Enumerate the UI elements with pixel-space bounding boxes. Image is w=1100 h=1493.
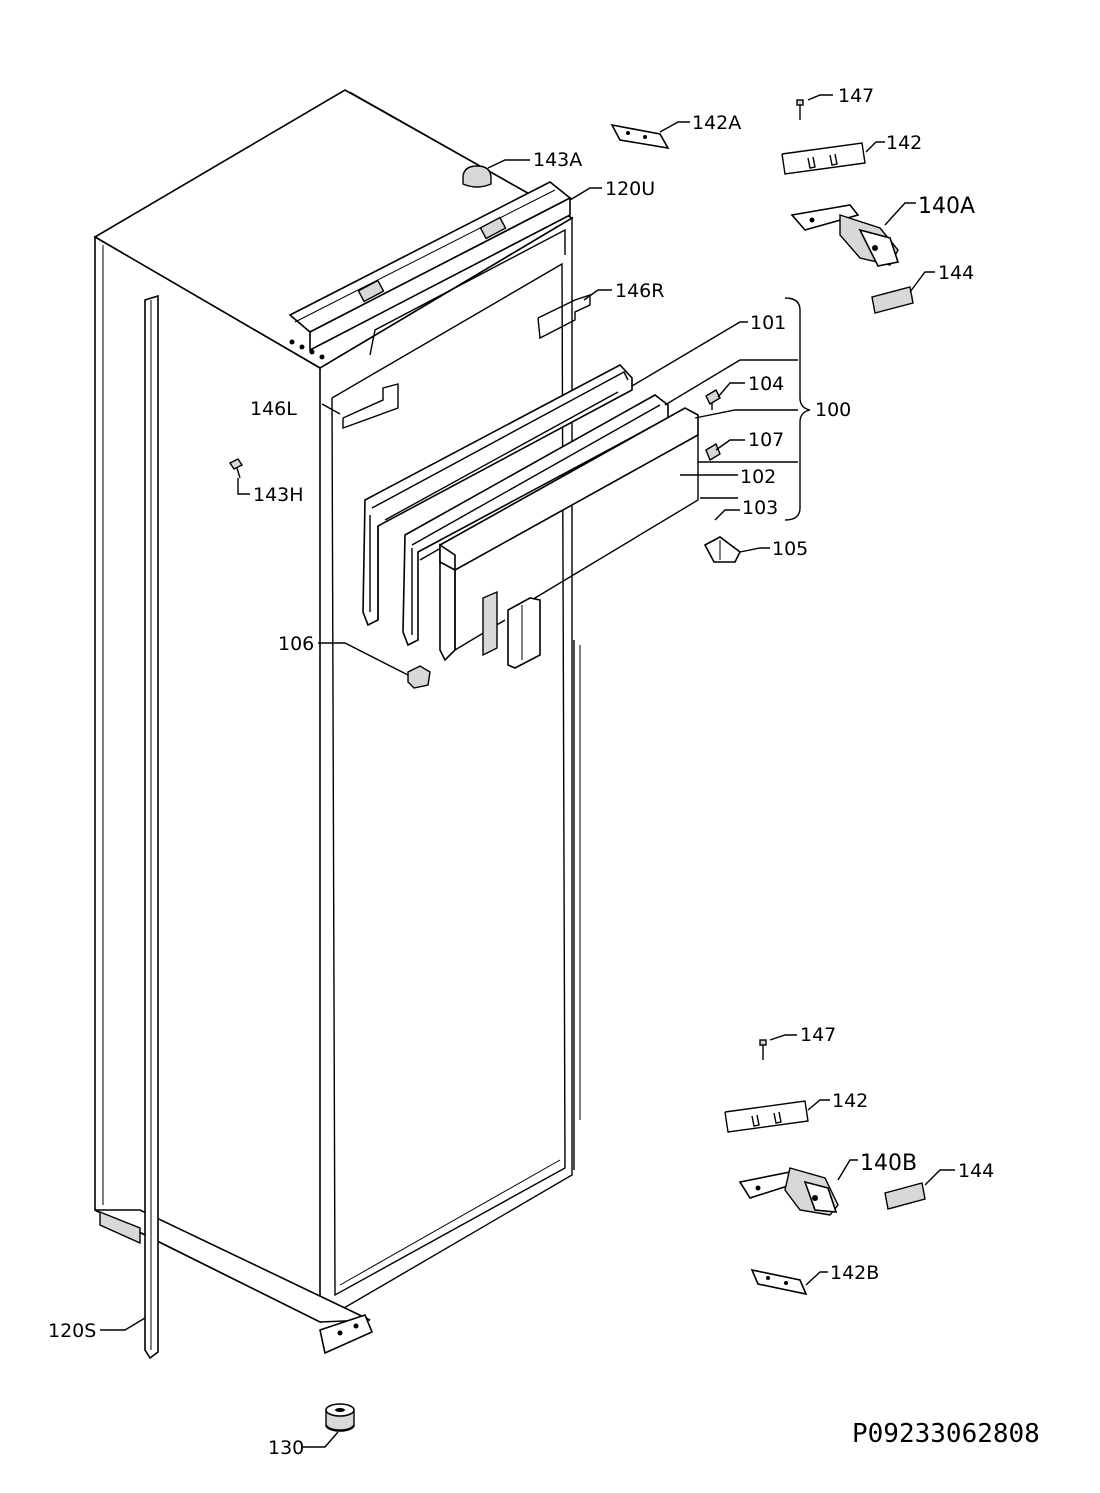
label-143a: 143A <box>533 149 582 171</box>
label-102: 102 <box>740 466 776 488</box>
screw-part-104 <box>705 389 721 410</box>
label-120s: 120S <box>48 1320 96 1342</box>
label-140b: 140B <box>860 1151 917 1176</box>
cap-part-106 <box>407 665 431 689</box>
screw-bottom-147 <box>759 1039 767 1060</box>
label-107: 107 <box>748 429 784 451</box>
label-130: 130 <box>268 1437 304 1459</box>
label-142a: 142A <box>692 112 741 134</box>
gasket-frame-101 <box>362 364 633 627</box>
label-105: 105 <box>772 538 808 560</box>
label-120u: 120U <box>605 178 655 200</box>
leader-lines <box>100 94 955 1448</box>
label-103: 103 <box>742 497 778 519</box>
stopper-part-105 <box>703 536 742 563</box>
cover-144-top <box>871 286 914 314</box>
plate-142a <box>610 123 670 150</box>
hinge-140a <box>790 204 900 267</box>
label-104: 104 <box>748 373 784 395</box>
seal-left <box>342 383 399 429</box>
screw-top-147 <box>796 99 804 120</box>
clip-part-107 <box>705 442 721 462</box>
label-147-top: 147 <box>838 85 874 107</box>
cover-144-bottom <box>884 1182 926 1210</box>
label-106: 106 <box>278 633 314 655</box>
cabinet-body <box>93 89 581 1355</box>
seal-right <box>537 294 591 340</box>
top-rail <box>288 181 572 360</box>
label-144-bottom: 144 <box>958 1160 994 1182</box>
label-146r: 146R <box>615 280 664 302</box>
assembly-bracket <box>784 297 811 521</box>
label-142b: 142B <box>830 1262 879 1284</box>
label-143h: 143H <box>253 484 304 506</box>
plate-142b <box>750 1268 808 1296</box>
label-101: 101 <box>750 312 786 334</box>
label-100: 100 <box>815 399 851 421</box>
label-142-top: 142 <box>886 132 922 154</box>
screw-icon <box>228 458 244 479</box>
door-panel-103 <box>439 407 699 669</box>
cap-part <box>462 165 492 188</box>
label-144-top: 144 <box>938 262 974 284</box>
hinge-140b <box>738 1167 839 1216</box>
label-142-bottom: 142 <box>832 1090 868 1112</box>
side-trim-strip <box>144 294 159 1360</box>
foot-130 <box>325 1403 355 1432</box>
callout-labels: 147 142A 142 143A 120U 140A 144 146R 101… <box>48 85 994 1459</box>
label-146l: 146L <box>250 398 297 420</box>
label-147-bottom: 147 <box>800 1024 836 1046</box>
label-140a: 140A <box>918 194 975 219</box>
spacer-plate-142-top <box>781 142 866 175</box>
drawing-number: P09233062808 <box>852 1419 1040 1449</box>
spacer-plate-142-bottom <box>724 1100 809 1133</box>
